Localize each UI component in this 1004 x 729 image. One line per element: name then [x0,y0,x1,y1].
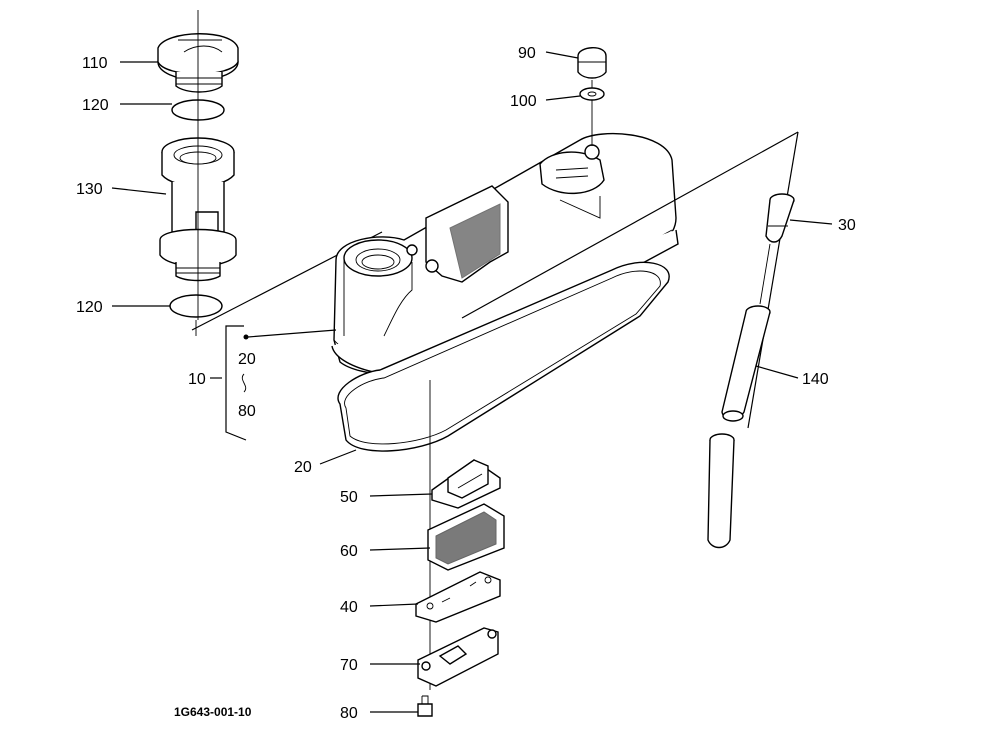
callout-10-range-end: 80 [238,403,256,420]
callout-90: 90 [518,45,536,62]
head-cover [331,132,679,377]
callout-10: 10 [188,371,206,388]
callout-20: 20 [294,459,312,476]
callout-110: 110 [82,55,108,72]
hose-section [707,433,735,549]
callout-10-range-start: 20 [238,351,256,368]
callout-100: 100 [510,93,537,110]
callout-60: 60 [340,543,358,560]
pipe-fitting [765,193,795,243]
callout-120-bottom: 120 [76,299,103,316]
callout-30: 30 [838,217,856,234]
breather-hose [721,305,771,422]
head-cover-gasket [337,261,670,452]
plug [577,47,607,79]
breather-plate [415,571,501,623]
callout-50: 50 [340,489,358,506]
drawing-code: 1G643-001-10 [174,705,252,719]
breather-cover [417,627,499,687]
callout-70: 70 [340,657,358,674]
breather-box [431,459,501,509]
washer [579,87,605,101]
bolt [417,695,433,717]
breather-element [427,503,505,571]
callout-130: 130 [76,181,103,198]
callout-80: 80 [340,705,358,722]
o-ring-bottom [169,294,223,318]
oil-filler-neck [159,137,237,282]
callout-140: 140 [802,371,829,388]
callout-120-top: 120 [82,97,109,114]
callout-40: 40 [340,599,358,616]
